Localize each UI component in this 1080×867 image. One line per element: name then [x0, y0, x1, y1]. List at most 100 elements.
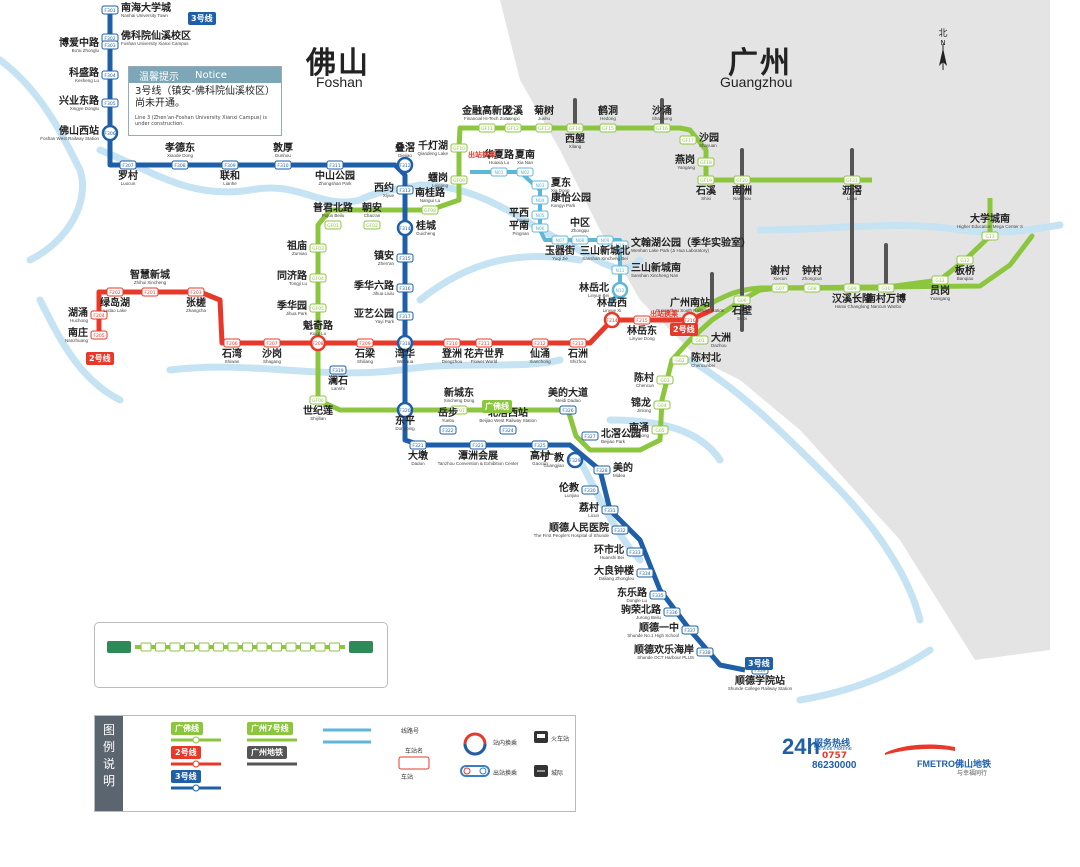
station-node-s6[interactable] — [101, 124, 119, 142]
station-node-s85[interactable] — [596, 235, 614, 245]
station-node-s91[interactable] — [656, 375, 674, 385]
station-node-s89[interactable] — [691, 335, 709, 345]
station-node-s68[interactable] — [535, 123, 553, 133]
station-node-s22[interactable] — [439, 425, 457, 435]
station-node-s43[interactable] — [90, 310, 108, 320]
station-node-s56[interactable] — [324, 220, 342, 230]
station-node-s21[interactable] — [409, 440, 427, 450]
station-node-s29[interactable] — [566, 451, 584, 469]
station-node-s5[interactable] — [101, 98, 119, 108]
station-node-s19[interactable] — [329, 365, 347, 375]
station-node-s35[interactable] — [649, 590, 667, 600]
station-node-s70[interactable] — [599, 123, 617, 133]
station-node-s16[interactable] — [396, 283, 414, 293]
station-node-s65[interactable] — [450, 143, 468, 153]
station-node-s37[interactable] — [681, 625, 699, 635]
station-node-s67[interactable] — [504, 123, 522, 133]
station-node-s24[interactable] — [499, 425, 517, 435]
station-node-s48[interactable] — [356, 338, 374, 348]
station-node-s66[interactable] — [478, 123, 496, 133]
station-node-s79[interactable] — [531, 180, 549, 190]
station-node-s72[interactable] — [679, 135, 697, 145]
station-node-s28[interactable] — [593, 465, 611, 475]
station-node-s4[interactable] — [101, 70, 119, 80]
station-node-s18[interactable] — [396, 334, 414, 352]
station-node-s15[interactable] — [396, 253, 414, 263]
legend-panel: 图例说明 广佛线 广州7号线 2号线 广州地铁 3号线 线路号 车站名 车站 站… — [94, 715, 576, 812]
station-node-s58[interactable] — [309, 243, 327, 253]
station-node-s69[interactable] — [566, 123, 584, 133]
station-node-s84[interactable] — [571, 235, 589, 245]
station-node-s27[interactable] — [581, 431, 599, 441]
station-node-s73[interactable] — [697, 157, 715, 167]
station-node-s8[interactable] — [171, 160, 189, 170]
station-node-s101[interactable] — [981, 231, 999, 241]
station-node-s83[interactable] — [551, 235, 569, 245]
station-node-s82[interactable] — [531, 223, 549, 233]
station-node-s23[interactable] — [469, 440, 487, 450]
station-node-s57[interactable] — [363, 220, 381, 230]
station-node-s61[interactable] — [309, 395, 327, 405]
station-node-s30[interactable] — [581, 485, 599, 495]
station-node-s13[interactable] — [396, 185, 414, 195]
station-node-s63[interactable] — [421, 205, 439, 215]
station-node-s50[interactable] — [475, 338, 493, 348]
station-node-s93[interactable] — [651, 425, 669, 435]
station-node-s46[interactable] — [263, 338, 281, 348]
station-node-s36[interactable] — [663, 607, 681, 617]
station-node-s75[interactable] — [733, 175, 751, 185]
station-node-s45[interactable] — [223, 338, 241, 348]
station-node-s47[interactable] — [309, 334, 327, 352]
notice-title-en: Notice — [195, 69, 227, 81]
station-node-s87[interactable] — [611, 265, 629, 275]
station-node-s40[interactable] — [141, 287, 159, 297]
station-node-s12[interactable] — [396, 156, 414, 174]
station-node-s92[interactable] — [653, 400, 671, 410]
station-node-s100[interactable] — [956, 255, 974, 265]
station-node-s20[interactable] — [396, 401, 414, 419]
station-node-s51[interactable] — [531, 338, 549, 348]
station-node-s88[interactable] — [611, 281, 629, 299]
station-node-s76[interactable] — [843, 175, 861, 185]
station-node-s34[interactable] — [636, 568, 654, 578]
station-node-s64[interactable] — [450, 175, 468, 185]
station-node-s11[interactable] — [326, 160, 344, 170]
station-node-s80[interactable] — [531, 195, 549, 205]
station-node-s25[interactable] — [531, 440, 549, 450]
station-node-s44[interactable] — [90, 330, 108, 340]
station-node-s54[interactable] — [633, 315, 651, 325]
station-node-s86[interactable] — [611, 240, 629, 250]
station-node-s60[interactable] — [309, 303, 327, 313]
station-node-s9[interactable] — [221, 160, 239, 170]
station-node-s71[interactable] — [653, 123, 671, 133]
station-node-s53[interactable] — [603, 311, 621, 329]
station-node-s81[interactable] — [531, 210, 549, 220]
station-node-s14[interactable] — [396, 219, 414, 237]
station-node-s42[interactable] — [187, 287, 205, 297]
station-node-s10[interactable] — [274, 160, 292, 170]
station-node-s3[interactable] — [101, 40, 119, 50]
station-node-s33[interactable] — [626, 547, 644, 557]
station-node-s77[interactable] — [490, 167, 508, 177]
station-node-s38[interactable] — [696, 647, 714, 657]
station-node-s74[interactable] — [697, 175, 715, 185]
station-node-s7[interactable] — [119, 160, 137, 170]
station-node-s94[interactable] — [733, 295, 751, 305]
station-node-s17[interactable] — [396, 311, 414, 321]
station-node-s26[interactable] — [559, 405, 577, 415]
station-node-s99[interactable] — [931, 275, 949, 285]
station-node-s90[interactable] — [671, 355, 689, 365]
station-node-s32[interactable] — [611, 525, 629, 535]
station-node-s49[interactable] — [443, 338, 461, 348]
station-node-s52[interactable] — [569, 338, 587, 348]
station-node-s96[interactable] — [803, 283, 821, 293]
station-node-s1[interactable] — [101, 5, 119, 15]
station-node-s78[interactable] — [516, 167, 534, 177]
station-node-s31[interactable] — [601, 505, 619, 515]
station-node-s62[interactable] — [450, 405, 468, 415]
station-node-s41[interactable] — [106, 287, 124, 297]
station-node-s98[interactable] — [877, 283, 895, 293]
station-node-s95[interactable] — [771, 283, 789, 293]
station-node-s97[interactable] — [843, 283, 861, 293]
station-node-s59[interactable] — [309, 273, 327, 283]
